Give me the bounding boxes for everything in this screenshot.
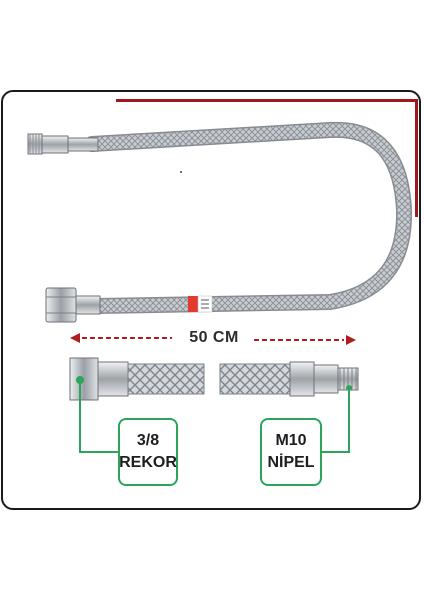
braided-hose bbox=[84, 121, 413, 314]
dot-mark bbox=[180, 171, 182, 173]
callout-rekor-type: REKOR bbox=[119, 454, 177, 471]
accent-line-top bbox=[116, 99, 418, 102]
hose-label-band bbox=[188, 295, 213, 313]
bottom-nut-fitting bbox=[45, 287, 101, 323]
top-male-fitting bbox=[27, 133, 99, 155]
callout-connector-right bbox=[322, 385, 352, 453]
callout-connector-left bbox=[76, 376, 118, 453]
callout-rekor-size: 3/8 bbox=[136, 432, 160, 449]
dimension-arrow-right bbox=[254, 335, 356, 345]
accent-line-right bbox=[415, 99, 418, 217]
callout-nipel: M10 NİPEL bbox=[260, 418, 322, 486]
length-label: 50 CM bbox=[189, 329, 239, 346]
callout-rekor: 3/8 REKOR bbox=[118, 418, 178, 486]
dimension-arrow-left bbox=[70, 333, 172, 343]
callout-nipel-type: NİPEL bbox=[267, 454, 315, 471]
detail-right-fitting bbox=[219, 361, 359, 397]
callout-nipel-size: M10 bbox=[275, 432, 307, 449]
detail-left-fitting bbox=[69, 357, 205, 401]
